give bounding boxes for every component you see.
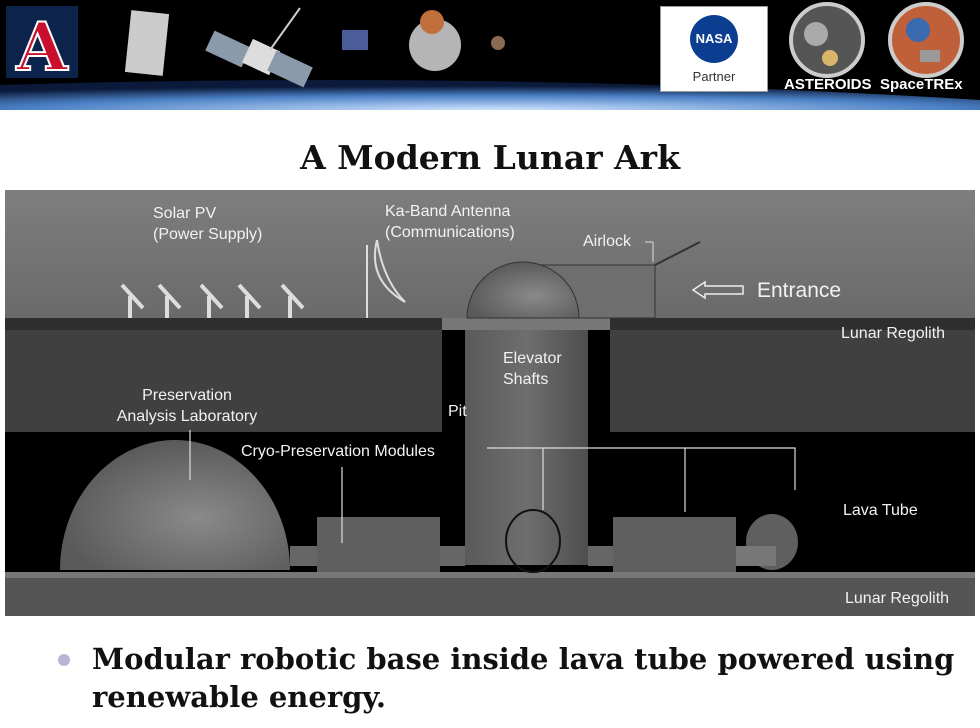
- label-antenna: Ka-Band Antenna: [385, 203, 511, 220]
- label-solar-pv: Solar PV: [153, 205, 216, 222]
- bullet-dot-icon: [58, 654, 70, 666]
- mars-icon: [420, 10, 444, 34]
- university-logo: A: [6, 6, 78, 87]
- label-airlock: Airlock: [583, 233, 632, 250]
- leader-lines: [189, 430, 796, 543]
- slide-header-banner: A NASA Partner ASTEROIDS SpaceTREx: [0, 0, 980, 110]
- label-pit: Pit: [448, 403, 467, 420]
- asteroid-icon: [491, 36, 505, 50]
- satellite-icon: [205, 7, 313, 88]
- partner-caption: Partner: [692, 69, 736, 84]
- label-lava-tube: Lava Tube: [843, 502, 918, 519]
- bullet-text: Modular robotic base inside lava tube po…: [92, 642, 955, 714]
- diagram-labels: Solar PV (Power Supply) Ka-Band Antenna …: [117, 203, 949, 607]
- cryo-module: [613, 517, 736, 572]
- nasa-partner-logo: NASA Partner: [660, 6, 768, 92]
- pit-cover: [442, 318, 610, 330]
- label-lab: Preservation: [142, 387, 232, 404]
- svg-text:A: A: [15, 8, 68, 86]
- preservation-lab-dome: [60, 440, 290, 570]
- earth-horizon: [0, 80, 980, 110]
- label-elevator: Elevator: [503, 350, 562, 367]
- spacetrex-badge-icon: [888, 2, 964, 78]
- cryo-module: [317, 517, 440, 572]
- entrance-arrow-icon: [691, 280, 744, 300]
- asteroids-label: ASTEROIDS: [784, 76, 872, 93]
- regolith-floor: [5, 578, 975, 616]
- label-antenna-sub: (Communications): [385, 224, 515, 241]
- asteroids-badge-icon: [789, 2, 865, 78]
- cryo-module-ring: [505, 509, 561, 573]
- bullet-list: Modular robotic base inside lava tube po…: [58, 640, 958, 716]
- lunar-ark-diagram: Solar PV (Power Supply) Ka-Band Antenna …: [5, 190, 975, 616]
- bullet-item: Modular robotic base inside lava tube po…: [58, 640, 958, 716]
- label-elevator-sub: Shafts: [503, 371, 548, 388]
- label-regolith-top: Lunar Regolith: [841, 325, 945, 342]
- label-lab-sub: Analysis Laboratory: [117, 408, 258, 425]
- regolith-layer-right: [610, 330, 975, 432]
- small-satellite-icon: [342, 30, 368, 50]
- moon-icon: [409, 19, 461, 71]
- label-cryo: Cryo-Preservation Modules: [241, 443, 435, 460]
- slide-title: A Modern Lunar Ark: [300, 138, 680, 177]
- ka-band-antenna: [366, 239, 406, 318]
- label-entrance: Entrance: [757, 279, 841, 302]
- airlock-habitat: [466, 241, 701, 319]
- solar-pv-panels: [120, 283, 305, 318]
- space-banner-graphic: A: [0, 2, 980, 110]
- regolith-layer-left: [5, 330, 442, 432]
- label-regolith-bottom: Lunar Regolith: [845, 590, 949, 607]
- label-solar-pv-sub: (Power Supply): [153, 226, 262, 243]
- spacetrex-label: SpaceTREx: [880, 76, 963, 93]
- cubesat-icon: [124, 10, 170, 76]
- nasa-meatball-icon: NASA: [690, 15, 738, 63]
